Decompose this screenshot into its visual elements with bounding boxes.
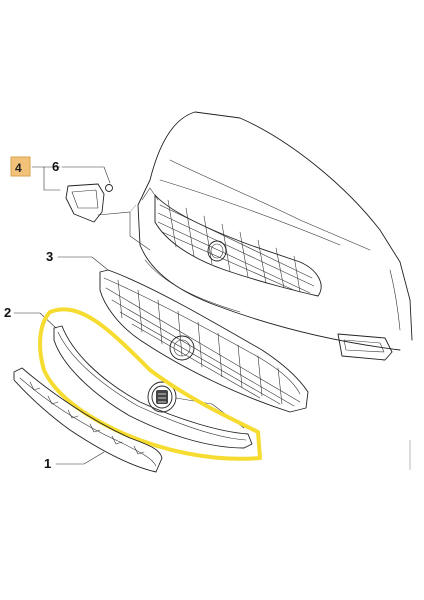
trim-strip-part-2: 2 [4, 305, 262, 461]
car-front-bumper [137, 111, 413, 361]
callout-3-label: 3 [46, 249, 53, 264]
callout-4-badge [10, 156, 31, 177]
highlight-outline [38, 307, 262, 461]
tow-hook-cover-part [65, 183, 151, 251]
grille-mesh [105, 279, 301, 407]
car-grille-mesh [157, 199, 315, 294]
callout-6-label: 6 [52, 159, 59, 174]
callout-2-label: 2 [4, 305, 11, 320]
lower-strip-tabs [29, 381, 145, 455]
callout-6: 6 [52, 159, 111, 184]
callout-4: 4 [10, 156, 61, 191]
lower-strip-part-1: 1 [13, 367, 163, 473]
grille-part-3: 3 [46, 249, 309, 413]
callout-4-label: 4 [15, 161, 22, 175]
callout-1-label: 1 [44, 456, 51, 471]
